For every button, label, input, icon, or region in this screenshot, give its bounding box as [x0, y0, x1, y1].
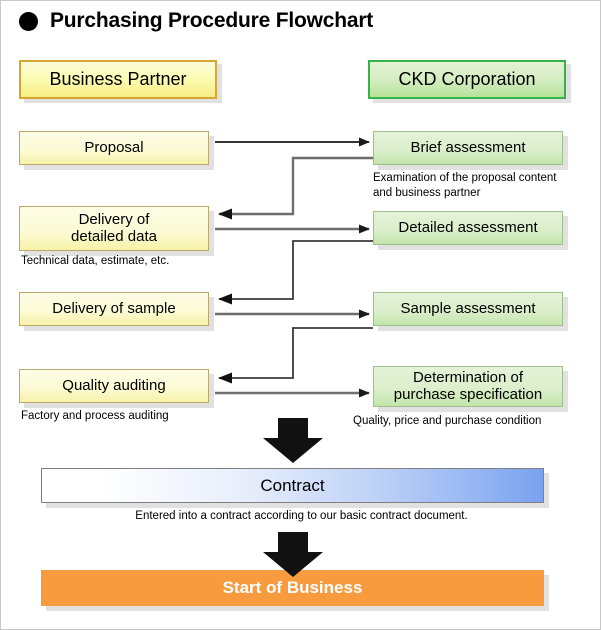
column-header-business-partner-label: Business Partner	[49, 68, 187, 89]
caption-determination-of-purchase-specification: Quality, price and purchase condition	[353, 415, 542, 427]
node-determination-of-purchase-specification: Determination of purchase specification	[373, 366, 563, 407]
node-delivery-of-detailed-data-label: Delivery of detailed data	[71, 211, 157, 245]
arrow-left-sample-assessment-to-quality-auditing	[218, 327, 373, 384]
node-detailed-assessment: Detailed assessment	[373, 211, 563, 245]
page-title: Purchasing Procedure Flowchart	[19, 9, 373, 33]
node-proposal-label: Proposal	[84, 138, 144, 156]
node-delivery-of-sample-label: Delivery of sample	[52, 299, 176, 317]
caption-contract: Entered into a contract according to our…	[135, 510, 468, 522]
arrow-left-brief-assessment-to-detailed-data	[218, 156, 373, 220]
node-proposal: Proposal	[19, 131, 209, 165]
caption-delivery-of-detailed-data: Technical data, estimate, etc.	[21, 255, 170, 267]
column-header-business-partner: Business Partner	[19, 60, 217, 99]
node-contract: Contract	[41, 468, 544, 503]
arrow-left-detailed-assessment-to-sample	[218, 240, 373, 305]
node-contract-label: Contract	[260, 475, 325, 495]
node-delivery-of-sample: Delivery of sample	[19, 292, 209, 326]
page-title-text: Purchasing Procedure Flowchart	[50, 9, 374, 32]
caption-brief-assessment: Examination of the proposal content and …	[373, 172, 557, 199]
node-quality-auditing-label: Quality auditing	[62, 376, 166, 394]
node-start-of-business-label: Start of Business	[222, 578, 363, 597]
node-brief-assessment: Brief assessment	[373, 131, 563, 165]
node-sample-assessment: Sample assessment	[373, 292, 563, 326]
node-detailed-assessment-label: Detailed assessment	[398, 218, 538, 236]
node-sample-assessment-label: Sample assessment	[400, 299, 536, 317]
node-start-of-business: Start of Business	[41, 570, 544, 606]
filled-circle-bullet-icon	[19, 11, 38, 31]
caption-quality-auditing: Factory and process auditing	[21, 410, 169, 422]
node-quality-auditing: Quality auditing	[19, 369, 209, 403]
column-header-ckd-corporation: CKD Corporation	[368, 60, 566, 99]
block-arrow-down-to-contract	[263, 418, 323, 463]
node-brief-assessment-label: Brief assessment	[410, 138, 526, 156]
node-delivery-of-detailed-data: Delivery of detailed data	[19, 206, 209, 251]
node-determination-of-purchase-specification-label: Determination of purchase specification	[393, 369, 543, 403]
column-header-ckd-corporation-label: CKD Corporation	[398, 68, 536, 89]
